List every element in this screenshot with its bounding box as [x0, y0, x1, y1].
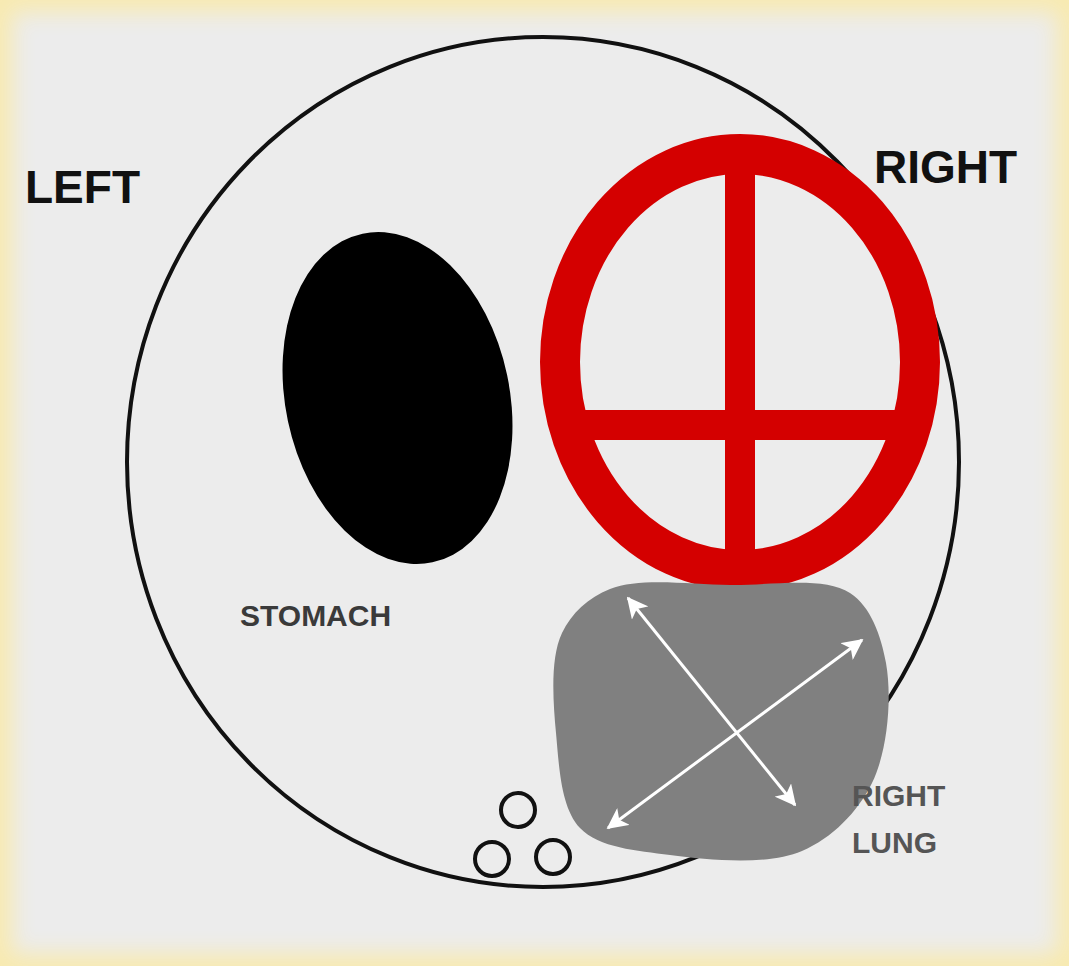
dimension-arrow: [608, 640, 862, 828]
side-label: RIGHT: [874, 140, 1017, 194]
small-circles: [475, 793, 570, 876]
dimension-arrow: [628, 598, 795, 805]
organ-label: STOMACH: [240, 593, 500, 640]
red-cross-circle: [560, 154, 920, 570]
side-label: LEFT: [25, 160, 140, 214]
stomach-shape: [275, 228, 520, 568]
lung-shape: [550, 583, 890, 858]
organ-node: STOMACH: [275, 228, 520, 568]
organ-node: RIGHT LUNG: [550, 583, 890, 858]
organ-label: RIGHT LUNG: [852, 773, 970, 866]
body-outline: [127, 37, 959, 887]
